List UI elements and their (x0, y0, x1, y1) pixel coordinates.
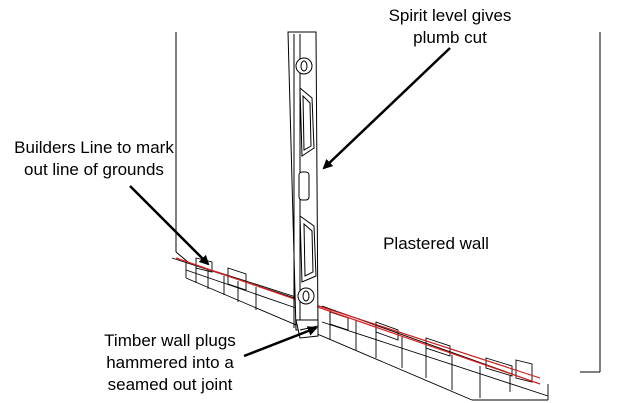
label-builders-line: Builders Line to mark out line of ground… (14, 138, 174, 179)
timber-plug-arrow (243, 326, 318, 358)
builders-line (175, 257, 541, 385)
builders-line-segment (299, 299, 541, 379)
spirit-level (287, 31, 319, 331)
label-timber-wall-plugs: Timber wall plugs hammered into a seamed… (104, 331, 236, 394)
plastered-wall-panel (175, 32, 601, 373)
builders-line-arrow (129, 185, 210, 266)
label-plastered-wall: Plastered wall (383, 234, 489, 253)
spirit-level-arrow (322, 47, 451, 170)
label-spirit-level: Spirit level gives plumb cut (388, 6, 512, 47)
